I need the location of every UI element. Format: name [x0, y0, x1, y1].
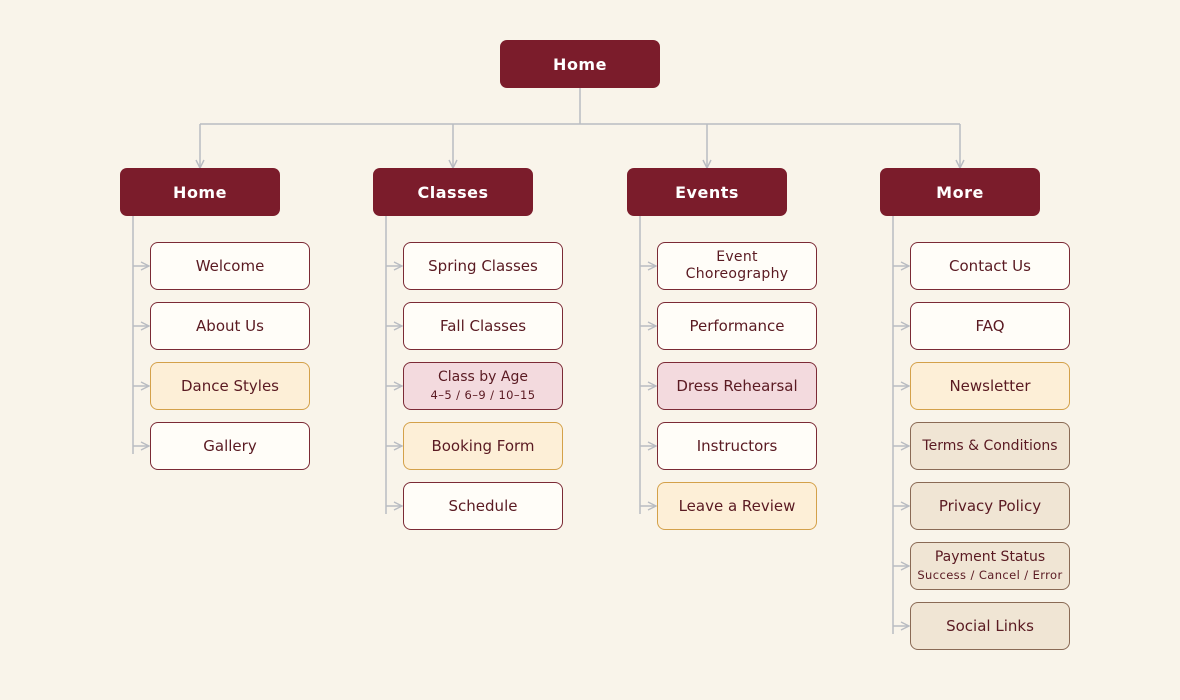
branch-arrow-dance-styles — [140, 381, 151, 391]
section-header-label: More — [936, 182, 984, 202]
page-node-label: Social Links — [946, 616, 1034, 635]
page-node-label: Gallery — [203, 436, 257, 455]
page-node-social-links[interactable]: Social Links — [910, 602, 1070, 650]
root-node-home[interactable]: Home — [500, 40, 660, 88]
page-node-performance[interactable]: Performance — [657, 302, 817, 350]
page-node-welcome[interactable]: Welcome — [150, 242, 310, 290]
page-node-instructors[interactable]: Instructors — [657, 422, 817, 470]
branch-arrow-about-us — [140, 321, 151, 331]
page-node-spring-classes[interactable]: Spring Classes — [403, 242, 563, 290]
branch-arrow-contact-us — [900, 261, 911, 271]
page-node-dress-rehearsal[interactable]: Dress Rehearsal — [657, 362, 817, 410]
section-header-more[interactable]: More — [880, 168, 1040, 216]
branch-arrow-class-by-age — [393, 381, 404, 391]
page-node-label: Welcome — [195, 256, 265, 275]
branch-arrow-instructors — [647, 441, 658, 451]
page-node-label: Spring Classes — [428, 256, 538, 275]
branch-arrow-fall-classes — [393, 321, 404, 331]
page-node-label: Dress Rehearsal — [676, 376, 798, 395]
branch-arrow-faq — [900, 321, 911, 331]
page-node-label: Event Choreography — [685, 249, 789, 282]
branch-arrow-payment-status — [900, 561, 911, 571]
page-node-label: Payment Status — [934, 549, 1046, 565]
page-node-label: Schedule — [448, 496, 518, 515]
branch-arrow-newsletter — [900, 381, 911, 391]
page-node-label: Contact Us — [949, 256, 1031, 275]
branch-arrow-schedule — [393, 501, 404, 511]
page-node-about-us[interactable]: About Us — [150, 302, 310, 350]
page-node-fall-classes[interactable]: Fall Classes — [403, 302, 563, 350]
section-header-classes[interactable]: Classes — [373, 168, 533, 216]
page-node-label: Booking Form — [431, 436, 535, 455]
page-node-label: About Us — [196, 316, 264, 335]
page-node-label: Terms & Conditions — [922, 437, 1058, 454]
page-node-label: Newsletter — [949, 376, 1031, 395]
page-node-label: Instructors — [696, 436, 778, 455]
page-node-gallery[interactable]: Gallery — [150, 422, 310, 470]
branch-arrow-leave-a-review — [647, 501, 658, 511]
branch-arrow-performance — [647, 321, 658, 331]
branch-arrow-event-choreography — [647, 261, 658, 271]
section-header-home[interactable]: Home — [120, 168, 280, 216]
page-node-sublabel: Success / Cancel / Error — [917, 568, 1063, 582]
page-node-class-by-age[interactable]: Class by Age 4–5 / 6–9 / 10–15 — [403, 362, 563, 410]
branch-arrow-booking-form — [393, 441, 404, 451]
page-node-booking-form[interactable]: Booking Form — [403, 422, 563, 470]
page-node-terms-and-conditions[interactable]: Terms & Conditions — [910, 422, 1070, 470]
page-node-label: Fall Classes — [439, 316, 527, 335]
page-node-schedule[interactable]: Schedule — [403, 482, 563, 530]
page-node-label: Class by Age — [438, 369, 528, 385]
root-node-label: Home — [553, 54, 607, 74]
page-node-label: Privacy Policy — [938, 496, 1042, 515]
section-header-events[interactable]: Events — [627, 168, 787, 216]
page-node-dance-styles[interactable]: Dance Styles — [150, 362, 310, 410]
page-node-label: FAQ — [975, 316, 1005, 335]
branch-arrow-welcome — [140, 261, 151, 271]
page-node-event-choreography[interactable]: Event Choreography — [657, 242, 817, 290]
page-node-newsletter[interactable]: Newsletter — [910, 362, 1070, 410]
page-node-label: Performance — [689, 316, 785, 335]
page-node-label: Dance Styles — [181, 376, 279, 395]
branch-arrow-spring-classes — [393, 261, 404, 271]
branch-arrow-social-links — [900, 621, 911, 631]
branch-arrow-terms-and-conditions — [900, 441, 911, 451]
page-node-sublabel: 4–5 / 6–9 / 10–15 — [430, 388, 536, 402]
page-node-faq[interactable]: FAQ — [910, 302, 1070, 350]
section-header-label: Classes — [417, 182, 489, 202]
page-node-label: Leave a Review — [678, 496, 796, 515]
section-header-label: Home — [173, 182, 227, 202]
section-header-label: Events — [675, 182, 739, 202]
branch-arrow-dress-rehearsal — [647, 381, 658, 391]
branch-arrow-gallery — [140, 441, 151, 451]
page-node-contact-us[interactable]: Contact Us — [910, 242, 1070, 290]
page-node-leave-a-review[interactable]: Leave a Review — [657, 482, 817, 530]
branch-arrow-privacy-policy — [900, 501, 911, 511]
page-node-privacy-policy[interactable]: Privacy Policy — [910, 482, 1070, 530]
